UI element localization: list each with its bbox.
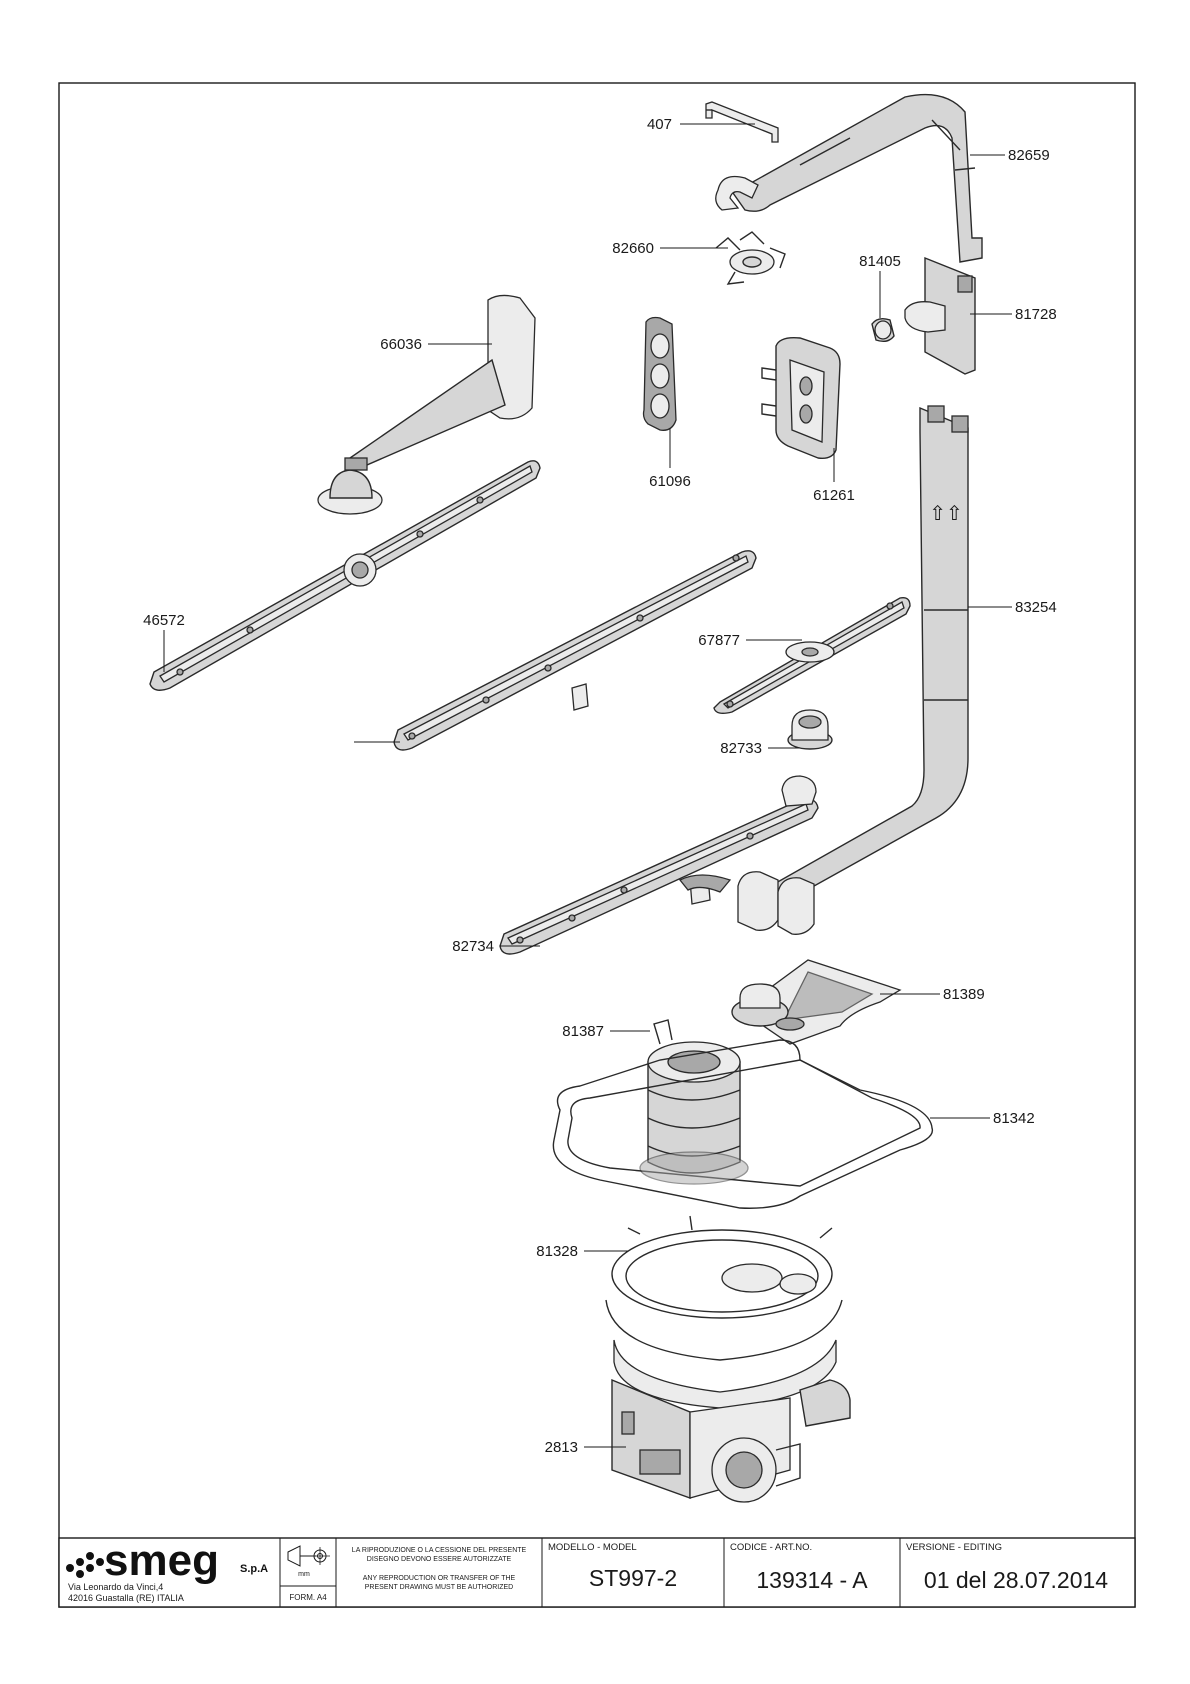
part-46572-drawing [149,460,541,691]
part-label-82660: 82660 [612,240,654,257]
callout-81342: 81342 [930,1110,1035,1127]
part-82734-drawing [499,775,819,955]
part-label-61096: 61096 [649,473,691,490]
sheet-format: FORM. A4 [289,1593,327,1602]
arm-direction-marking: ⇧⇧ [929,503,963,525]
callout-81389: 81389 [880,986,985,1003]
part-82659-drawing [715,93,983,263]
address-line-2: 42016 Guastalla (RE) ITALIA [68,1593,184,1603]
part-label-67877: 67877 [698,632,740,649]
unit-label: mm [298,1571,310,1578]
part-label-83254: 83254 [1015,599,1057,616]
part-label-81389: 81389 [943,986,985,1003]
part-81328-drawing [611,1215,833,1319]
part-407-drawing [705,101,779,143]
callout-81328: 81328 [536,1243,628,1260]
callout-2813: 2813 [545,1439,626,1456]
callout-82733: 82733 [720,740,800,757]
part-61261-drawing [761,336,841,460]
part-label-61261: 61261 [813,487,855,504]
callout-82734: 82734 [452,938,540,955]
part-label-81342: 81342 [993,1110,1035,1127]
part-label-81728: 81728 [1015,306,1057,323]
part-81387-drawing [647,1019,741,1174]
callout-61261: 61261 [813,448,855,504]
part-label-81387: 81387 [562,1023,604,1040]
version-value: 01 del 28.07.2014 [924,1567,1108,1593]
part-label-66036: 66036 [380,336,422,353]
callout-82659: 82659 [970,147,1050,164]
part-81405-drawing [871,317,895,343]
projection-symbol-icon [287,1545,330,1567]
part-82660-drawing [715,231,786,285]
middle-spray-arm-drawing [393,550,757,751]
code-label: CODICE - ART.NO. [730,1542,812,1553]
callout-81405: 81405 [859,253,901,318]
brand-name: smeg [104,1536,219,1585]
callout-83254: 83254 [968,599,1057,616]
part-label-82733: 82733 [720,740,762,757]
part-2813-drawing [605,1299,851,1503]
notice-it-line-1: LA RIPRODUZIONE O LA CESSIONE DEL PRESEN… [352,1547,527,1554]
callout-407: 407 [647,116,755,133]
part-67877-drawing [713,596,911,715]
part-81342-drawing [552,1039,934,1209]
callout-66036: 66036 [380,336,492,353]
notice-en-line-2: PRESENT DRAWING MUST BE AUTHORIZED [365,1584,513,1591]
part-label-82734: 82734 [452,938,494,955]
callout-81387: 81387 [562,1023,650,1040]
address-line-1: Via Leonardo da Vinci,4 [68,1582,163,1592]
part-label-82659: 82659 [1008,147,1050,164]
callout-82660: 82660 [612,240,728,257]
version-label: VERSIONE - EDITING [906,1542,1002,1553]
part-label-81405: 81405 [859,253,901,270]
part-label-81328: 81328 [536,1243,578,1260]
code-value: 139314 - A [756,1567,868,1593]
part-label-46572: 46572 [143,612,185,629]
callout-61096: 61096 [649,428,691,490]
part-81728-drawing [904,256,976,375]
brand-suffix: S.p.A [240,1563,268,1575]
part-83254-drawing: ⇧⇧ [737,405,969,935]
notice-it-line-2: DISEGNO DEVONO ESSERE AUTORIZZATE [367,1556,512,1563]
part-label-2813: 2813 [545,1439,578,1456]
callout-67877: 67877 [698,632,802,649]
part-82733-drawing [787,709,833,750]
callout-46572: 46572 [143,612,185,672]
part-61096-drawing [642,316,677,431]
part-label-407: 407 [647,116,672,133]
part-81389-drawing [731,959,902,1045]
notice-en-line-1: ANY REPRODUCTION OR TRANSFER OF THE [363,1575,516,1582]
model-label: MODELLO - MODEL [548,1542,637,1553]
callout-81728: 81728 [970,306,1057,323]
model-value: ST997-2 [589,1565,677,1591]
part-66036-drawing [317,294,536,515]
smeg-logo: smeg S.p.A [66,1536,268,1585]
title-block: smeg S.p.A Via Leonardo da Vinci,4 42016… [58,1536,1136,1608]
